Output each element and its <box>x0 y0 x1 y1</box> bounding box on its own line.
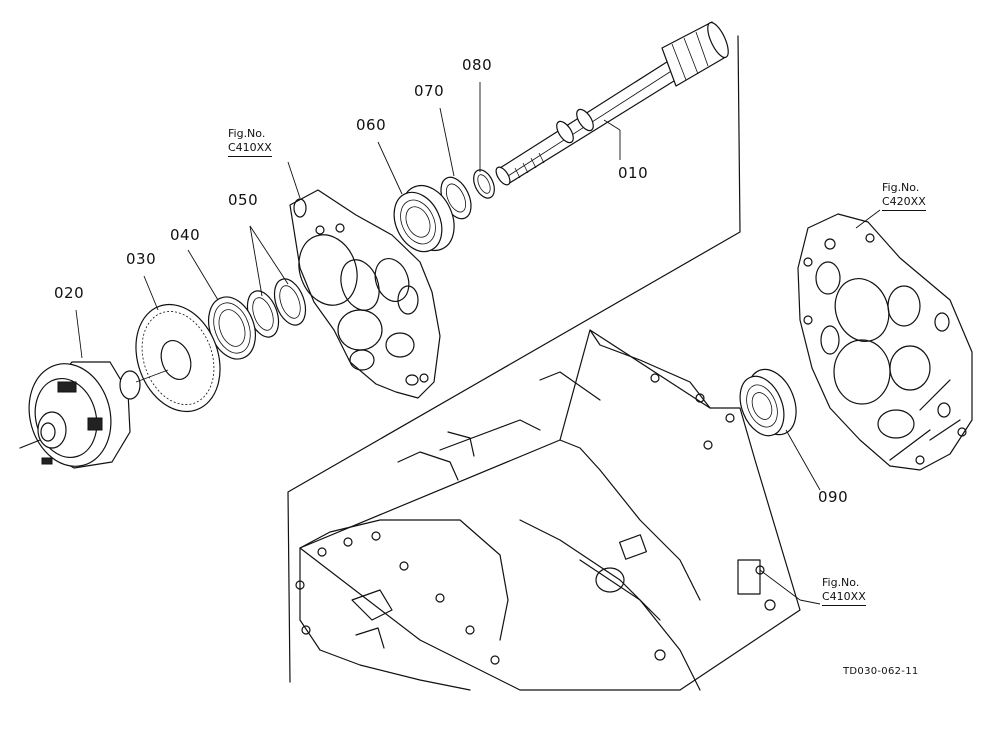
snap-ring-080 <box>473 169 495 199</box>
label-part-020: 020 <box>54 284 85 302</box>
washers-050 <box>246 278 307 338</box>
figure-ref-code: C410XX <box>822 590 866 606</box>
label-part-080: 080 <box>462 56 493 74</box>
figure-ref-caption: Fig.No. <box>882 181 920 194</box>
housing-cover-upper <box>289 189 441 399</box>
ball-bearing-090 <box>739 368 797 437</box>
figure-ref-right-cover: Fig.No. C420XX <box>882 181 926 211</box>
figure-ref-caption: Fig.No. <box>822 576 860 589</box>
figure-ref-code: C420XX <box>882 195 926 211</box>
figure-ref-main-housing: Fig.No. C410XX <box>822 576 866 606</box>
figure-ref-upper-cover: Fig.No. C410XX <box>228 127 272 157</box>
figure-ref-code: C410XX <box>228 141 272 157</box>
housing-cover-right <box>797 213 973 471</box>
label-part-060: 060 <box>356 116 387 134</box>
main-housing-lower <box>295 329 801 691</box>
label-part-050: 050 <box>228 191 259 209</box>
label-part-090: 090 <box>818 488 849 506</box>
label-part-040: 040 <box>170 226 201 244</box>
label-part-010: 010 <box>618 164 649 182</box>
friction-plate-030 <box>135 303 221 413</box>
shaft-010 <box>495 21 729 186</box>
ball-bearing-060 <box>393 184 455 253</box>
label-part-030: 030 <box>126 250 157 268</box>
drawing-code: TD030-062-11 <box>843 666 919 677</box>
clutch-hub-020 <box>19 361 169 469</box>
assembly-frame-upper <box>287 35 741 683</box>
figure-ref-caption: Fig.No. <box>228 127 266 140</box>
leader-lines <box>75 82 881 605</box>
label-part-070: 070 <box>414 82 445 100</box>
